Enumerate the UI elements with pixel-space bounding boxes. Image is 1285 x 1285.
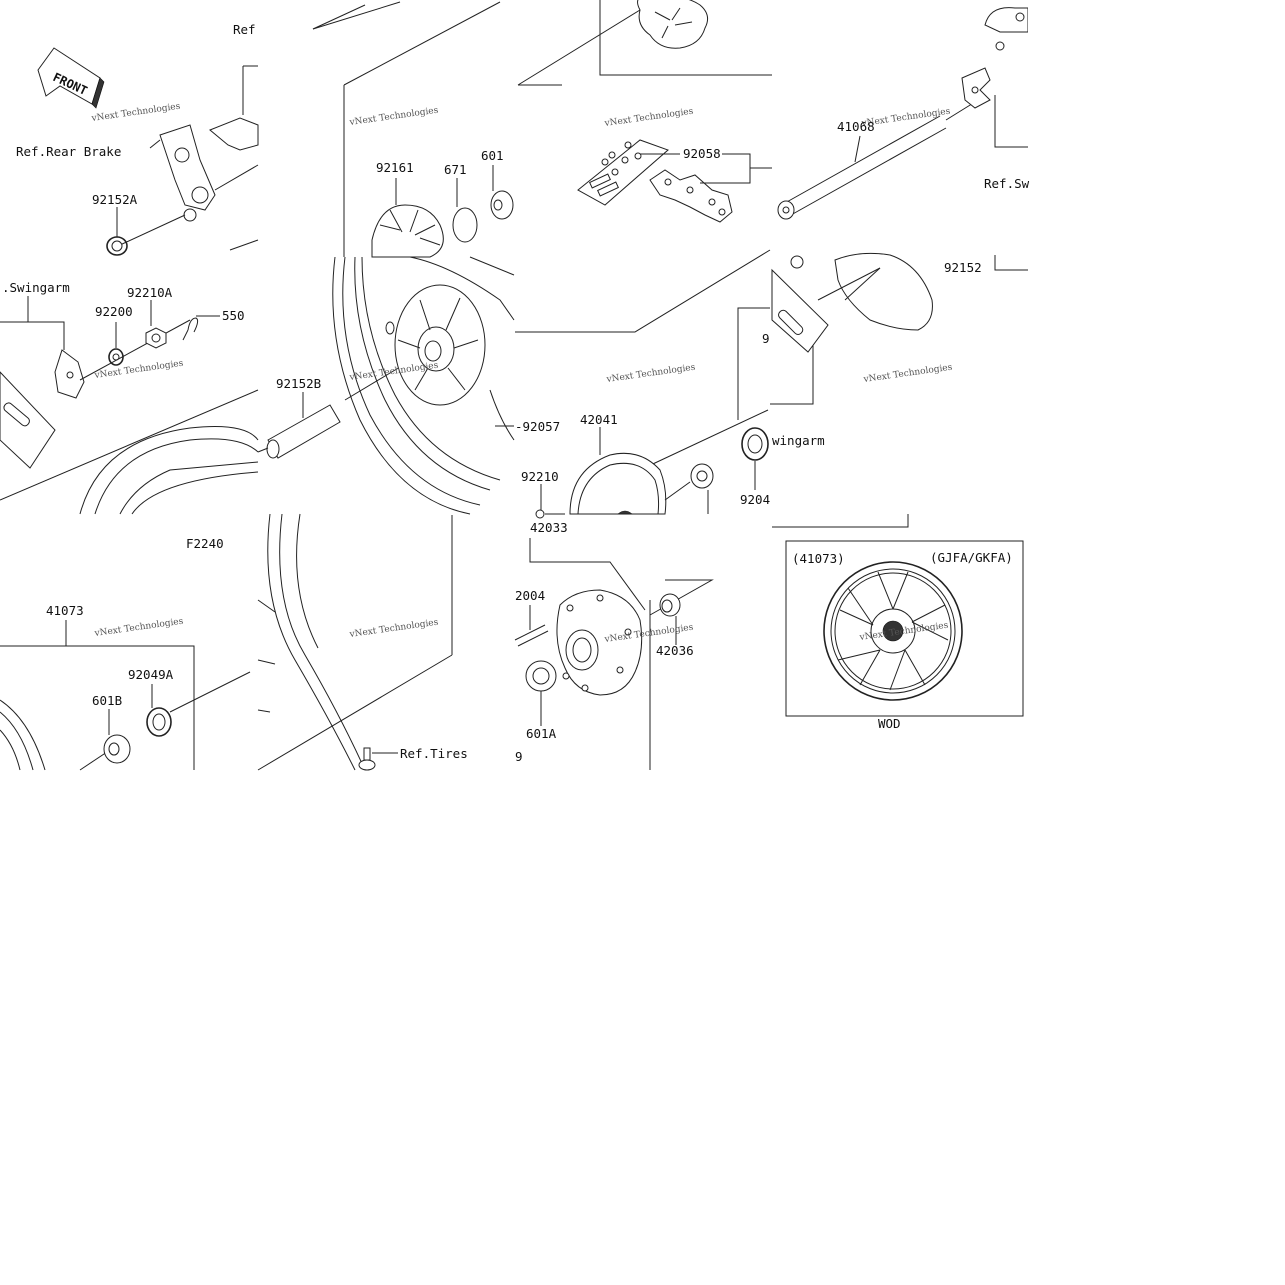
nut-92210A <box>145 300 167 349</box>
o-ring-671 <box>452 178 478 243</box>
drive-chain-92058 <box>577 139 772 223</box>
label-671: 671 <box>444 162 467 177</box>
label-92058: 92058 <box>683 146 721 161</box>
label-92210: 92210 <box>521 469 559 484</box>
label-9-right: 9 <box>762 331 770 346</box>
svg-text:vNext Technologies: vNext Technologies <box>348 618 439 641</box>
svg-text:vNext Technologies: vNext Technologies <box>603 107 694 130</box>
label-ref-swingarm-left: .Swingarm <box>2 280 70 295</box>
label-92210A: 92210A <box>127 285 173 300</box>
sprocket-upper <box>790 252 933 331</box>
label-9-bottom: 9 <box>515 749 523 764</box>
valve-stem <box>358 747 398 771</box>
front-direction-badge: FRONT <box>37 47 105 109</box>
washer-92200 <box>108 322 124 366</box>
bearing-601A <box>525 660 557 726</box>
svg-text:vNext Technologies: vNext Technologies <box>90 102 181 125</box>
label-41073: 41073 <box>46 603 84 618</box>
tire-partial <box>257 513 366 771</box>
label-601: 601 <box>481 148 504 163</box>
label-42033: 42033 <box>530 520 568 535</box>
label-92161: 92161 <box>376 160 414 175</box>
hub-42033 <box>529 538 646 696</box>
frame-lines <box>0 0 1028 771</box>
inset-models-label: (GJFA/GKFA) <box>930 550 1013 565</box>
part-92152A <box>106 207 128 256</box>
damper-top <box>637 0 709 49</box>
label-92200: 92200 <box>95 304 133 319</box>
label-ref-top: Ref <box>233 22 256 37</box>
svg-text:vNext Technologies: vNext Technologies <box>605 363 696 386</box>
rear-axle-41068 <box>777 101 976 220</box>
brake-disc-92161 <box>371 178 444 258</box>
label-92152: 92152 <box>944 260 982 275</box>
label-92152A: 92152A <box>92 192 138 207</box>
label-42036: 42036 <box>656 643 694 658</box>
rear-wheel-main <box>332 256 515 515</box>
wheel-41073-partial <box>0 620 67 771</box>
spacer-92152B <box>257 354 421 459</box>
labels: Ref Ref.Rear Brake 92152A 92161 671 601 … <box>2 22 1030 764</box>
inset-color-code: WOD <box>878 716 901 731</box>
svg-text:vNext Technologies: vNext Technologies <box>93 359 184 382</box>
swingarm-end-right <box>771 268 829 353</box>
label-ref-swingarm-right: Ref.Sw <box>984 176 1030 191</box>
label-2004: 2004 <box>515 588 545 603</box>
svg-text:vNext Technologies: vNext Technologies <box>862 363 953 386</box>
wheel-left-partial <box>79 426 259 515</box>
cotter-pin-550 <box>182 315 220 341</box>
inset-part-label: (41073) <box>792 551 845 566</box>
color-option-inset <box>785 540 1024 717</box>
oil-seal-92049A <box>146 684 172 737</box>
stud-2004 <box>514 605 549 647</box>
label-ref-tires: Ref.Tires <box>400 746 468 761</box>
label-figure-code: F2240 <box>186 536 224 551</box>
swingarm-left <box>0 296 191 469</box>
label-swingarm-mid: wingarm <box>772 433 825 448</box>
bearing-601 <box>490 165 514 220</box>
rear-brake-bracket <box>119 117 259 251</box>
label-92049A: 92049A <box>128 667 174 682</box>
bearing-601B <box>103 709 131 764</box>
label-41068: 41068 <box>837 119 875 134</box>
svg-text:vNext Technologies: vNext Technologies <box>93 617 184 640</box>
oil-seal-9204 <box>741 427 769 490</box>
label-ref-rear-brake: Ref.Rear Brake <box>16 144 121 159</box>
label-601A: 601A <box>526 726 557 741</box>
damper-lower-peek <box>617 510 633 515</box>
svg-text:vNext Technologies: vNext Technologies <box>348 106 439 129</box>
label-9204: 9204 <box>740 492 770 507</box>
label-92057: -92057 <box>515 419 560 434</box>
label-601B: 601B <box>92 693 122 708</box>
sprocket-42041 <box>535 427 667 519</box>
label-42041: 42041 <box>580 412 618 427</box>
chain-adjuster-right <box>961 7 1029 109</box>
collar-42036 <box>659 593 681 645</box>
label-550: 550 <box>222 308 245 323</box>
label-92152B: 92152B <box>276 376 321 391</box>
bearing-mid <box>664 463 714 514</box>
